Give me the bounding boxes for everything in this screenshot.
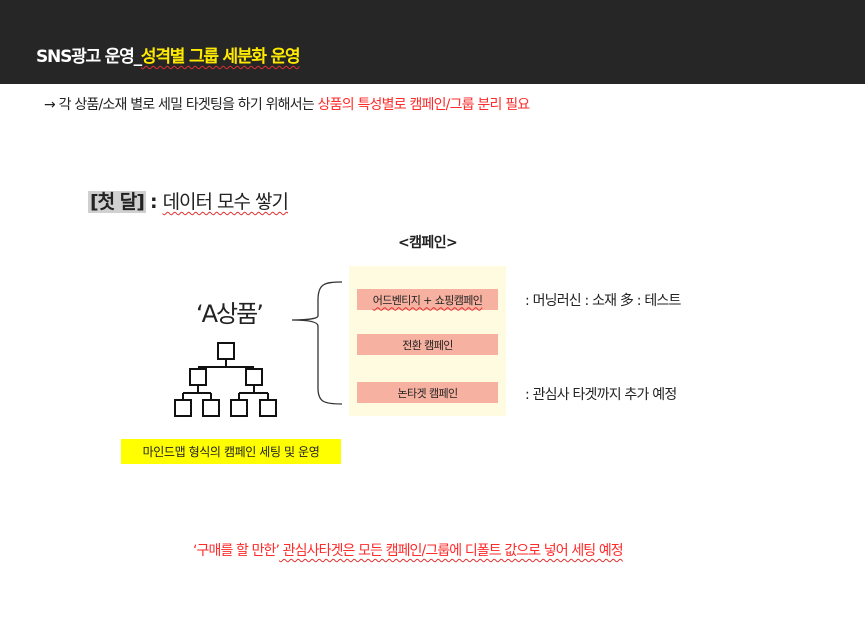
arrow-icon: → [44, 97, 56, 113]
page-title: SNS광고 운영_성격별 그룹 세분화 운영 [36, 42, 301, 67]
org-chart-icon [174, 342, 277, 417]
campaign-box-non-target: 논타겟 캠페인 [357, 382, 498, 403]
brace-icon [291, 281, 343, 405]
campaign-box-advantage-shopping: 어드벤티지 + 쇼핑캠페인 [357, 289, 498, 310]
intro-text: 각 상품/소재 별로 세밀 타겟팅을 하기 위해서는 [54, 97, 318, 113]
intro-highlight: 상품의 특성별로 캠페인/그룹 분리 필요 [317, 97, 531, 113]
product-label: ‘A상품’ [196, 300, 264, 328]
phase-tag: [첫 달] [88, 191, 146, 213]
phase-heading: [첫 달]:데이터 모수 쌓기 [88, 187, 289, 214]
page-title-highlight: 성격별 그룹 세분화 운영 [140, 47, 301, 67]
campaign-box-conversion: 전환 캠페인 [357, 334, 498, 355]
campaign-header: <캠페인> [398, 235, 458, 251]
bottom-note-text: 관심사타겟은 모든 캠페인/그룹에 디폴트 값으로 넣어 세팅 예정 [279, 543, 624, 559]
intro-line: → 각 상품/소재 별로 세밀 타겟팅을 하기 위해서는 상품의 특성별로 캠페… [44, 94, 531, 114]
mindmap-label: 마인드맵 형식의 캠페인 세팅 및 운영 [121, 439, 341, 464]
bottom-note-quote: ‘구매를 할 만한’ [193, 543, 280, 559]
phase-colon: : [149, 191, 158, 213]
bottom-note: ‘구매를 할 만한’ 관심사타겟은 모든 캠페인/그룹에 디폴트 값으로 넣어 … [193, 540, 624, 560]
page-title-prefix: SNS광고 운영_ [36, 47, 142, 67]
note-machine-learning: : 머닝러신 : 소재 多 : 테스트 [525, 293, 681, 309]
phase-title: 데이터 모수 쌓기 [162, 191, 289, 213]
header-bar: SNS광고 운영_성격별 그룹 세분화 운영 [0, 0, 865, 84]
note-interest-target: : 관심사 타겟까지 추가 예정 [525, 387, 677, 403]
